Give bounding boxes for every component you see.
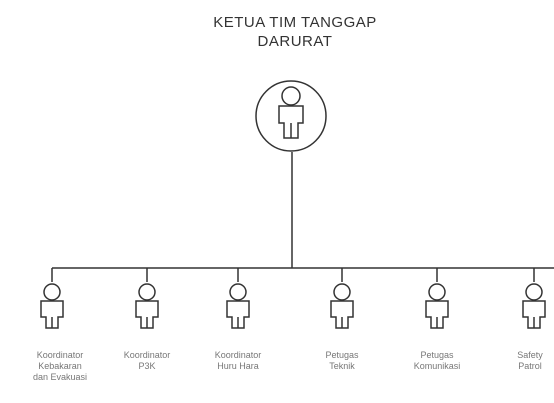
member-label: Petugas Teknik <box>325 350 359 371</box>
diagram-title-line2: DARURAT <box>257 33 333 50</box>
diagram-title-line1: KETUA TIM TANGGAP <box>213 14 377 31</box>
member-person-icon <box>135 283 159 329</box>
member-label: Koordinator Huru Hara <box>214 350 262 371</box>
member-person-icon <box>425 283 449 329</box>
member-person-icon <box>330 283 354 329</box>
member-person-icon <box>40 283 64 329</box>
leader-person-icon <box>255 80 327 152</box>
member-label: Koordinator P3K <box>123 350 171 371</box>
connectors <box>51 152 554 282</box>
member-person-icon <box>522 283 546 329</box>
member-label: Koordinator Kebakaran dan Evakuasi <box>32 350 88 382</box>
member-label: Petugas Komunikasi <box>413 350 461 371</box>
member-label: Safety Patrol <box>517 350 543 371</box>
member-person-icon <box>226 283 250 329</box>
